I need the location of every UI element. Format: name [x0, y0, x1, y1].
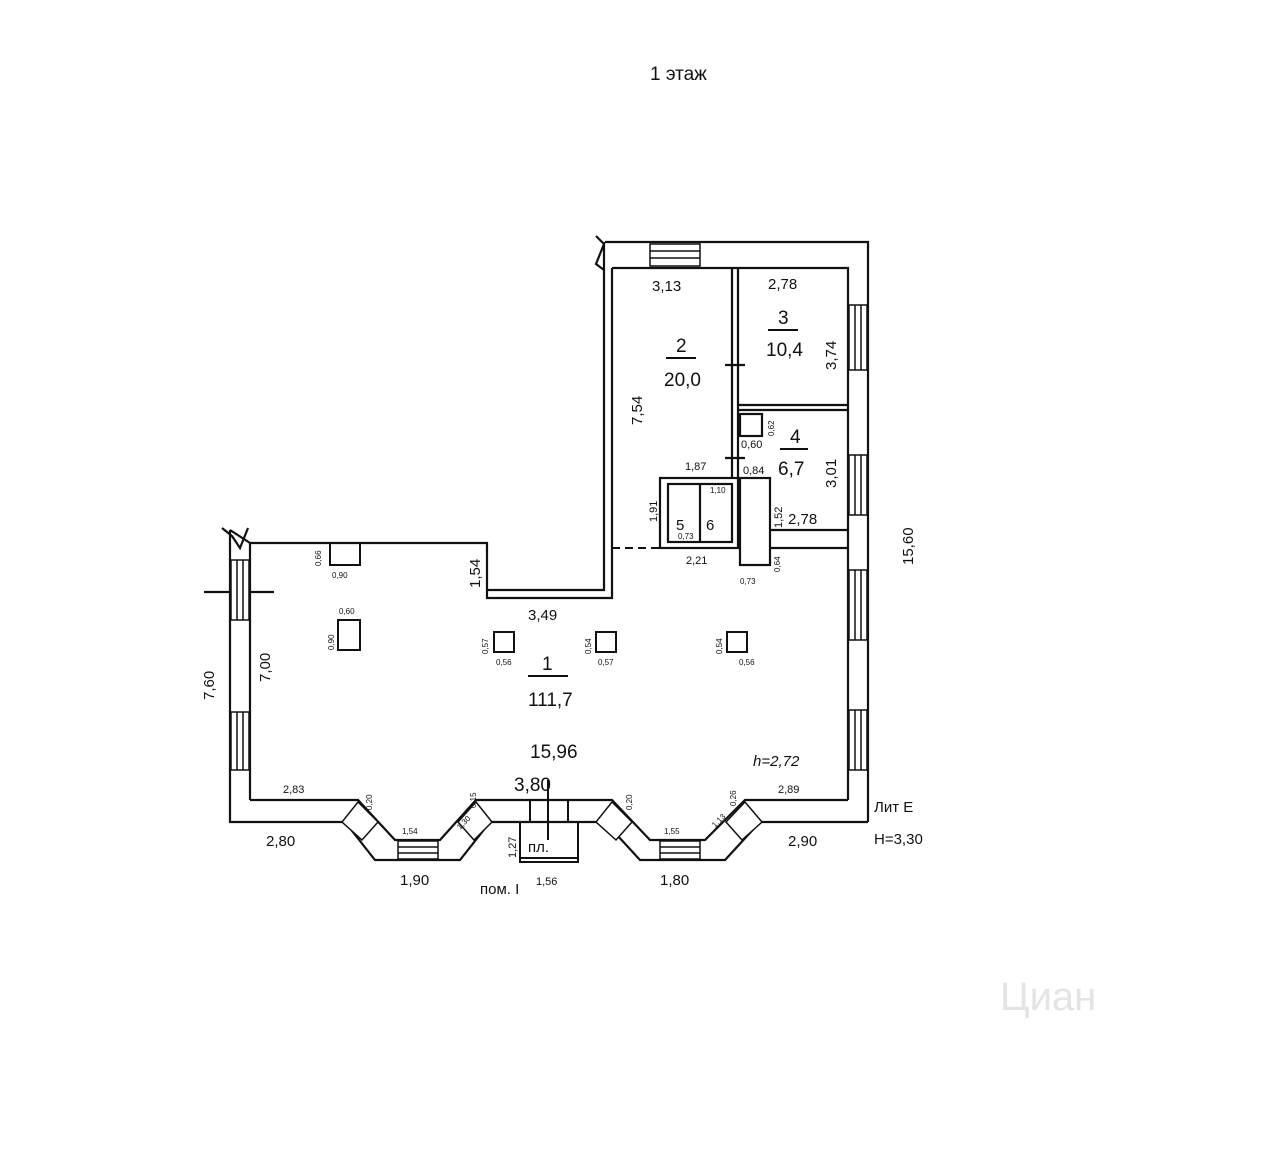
- svg-text:3,74: 3,74: [823, 341, 840, 370]
- svg-text:1: 1: [542, 654, 553, 675]
- svg-text:0,56: 0,56: [496, 658, 512, 667]
- svg-text:0,73: 0,73: [740, 577, 756, 586]
- svg-text:20,0: 20,0: [664, 370, 701, 391]
- svg-text:0,84: 0,84: [743, 465, 764, 477]
- svg-text:0,20: 0,20: [365, 794, 374, 810]
- svg-text:5: 5: [676, 517, 684, 534]
- svg-text:2: 2: [676, 336, 687, 357]
- svg-text:1,56: 1,56: [536, 876, 557, 888]
- svg-text:2,83: 2,83: [283, 784, 304, 796]
- svg-text:0,15: 0,15: [469, 792, 478, 808]
- svg-text:3,01: 3,01: [823, 459, 840, 488]
- svg-text:0,60: 0,60: [339, 607, 355, 616]
- svg-text:3,80: 3,80: [514, 775, 551, 796]
- column: [738, 476, 772, 567]
- inner-height: h=2,72: [753, 753, 800, 770]
- svg-text:4: 4: [790, 427, 801, 448]
- windows: [230, 243, 868, 860]
- building-letter: Лит Е: [874, 799, 913, 816]
- svg-text:1,54: 1,54: [467, 559, 484, 588]
- room-labels: 1 111,7 2 20,0 3 10,4 4 6,7 5 6: [528, 308, 808, 711]
- premise-label: пом. I: [480, 881, 519, 898]
- svg-text:3: 3: [778, 308, 789, 329]
- svg-text:1,52: 1,52: [773, 507, 785, 528]
- svg-text:1,55: 1,55: [664, 827, 680, 836]
- svg-text:15,60: 15,60: [900, 527, 917, 565]
- svg-text:10,4: 10,4: [766, 340, 803, 361]
- svg-text:1,54: 1,54: [402, 827, 418, 836]
- svg-text:3,49: 3,49: [528, 607, 557, 624]
- svg-text:0,57: 0,57: [598, 658, 614, 667]
- svg-text:0,73: 0,73: [678, 532, 694, 541]
- svg-text:1,10: 1,10: [710, 486, 726, 495]
- svg-text:0,90: 0,90: [327, 634, 336, 650]
- svg-text:0,54: 0,54: [715, 638, 724, 654]
- svg-text:7,54: 7,54: [629, 396, 646, 425]
- svg-text:0,20: 0,20: [625, 794, 634, 810]
- svg-text:0,90: 0,90: [332, 571, 348, 580]
- svg-text:1,87: 1,87: [685, 461, 706, 473]
- svg-text:1,80: 1,80: [660, 872, 689, 889]
- svg-text:2,80: 2,80: [266, 833, 295, 850]
- svg-text:0,62: 0,62: [767, 420, 776, 436]
- svg-text:7,60: 7,60: [201, 671, 218, 700]
- svg-text:0,66: 0,66: [314, 550, 323, 566]
- svg-text:15,96: 15,96: [530, 742, 578, 763]
- platform: [519, 780, 579, 863]
- svg-text:1,27: 1,27: [507, 837, 519, 858]
- svg-text:0,64: 0,64: [773, 556, 782, 572]
- svg-text:0,54: 0,54: [584, 638, 593, 654]
- columns: [329, 542, 748, 653]
- svg-text:2,89: 2,89: [778, 784, 799, 796]
- svg-text:1,90: 1,90: [400, 872, 429, 889]
- svg-text:0,56: 0,56: [739, 658, 755, 667]
- svg-text:1,13: 1,13: [710, 812, 728, 830]
- svg-text:6,7: 6,7: [778, 459, 804, 480]
- svg-text:2,21: 2,21: [686, 555, 707, 567]
- svg-text:2,78: 2,78: [768, 276, 797, 293]
- svg-text:0,57: 0,57: [481, 638, 490, 654]
- floor-title: 1 этаж: [650, 64, 707, 85]
- platform-label: пл.: [528, 839, 549, 856]
- outer-height: H=3,30: [874, 831, 923, 848]
- svg-text:6: 6: [706, 517, 714, 534]
- svg-text:1,91: 1,91: [648, 501, 660, 522]
- svg-text:2,78: 2,78: [788, 511, 817, 528]
- svg-text:111,7: 111,7: [528, 690, 573, 711]
- dimension-labels: 3,13 2,78 3,74 7,54 0,62 0,60 0,84 3,01 …: [201, 276, 917, 889]
- svg-text:7,00: 7,00: [257, 653, 274, 682]
- svg-text:0,60: 0,60: [741, 439, 762, 451]
- svg-text:3,13: 3,13: [652, 278, 681, 295]
- svg-text:0,26: 0,26: [729, 790, 738, 806]
- watermark: Циан: [1000, 975, 1096, 1019]
- svg-text:2,90: 2,90: [788, 833, 817, 850]
